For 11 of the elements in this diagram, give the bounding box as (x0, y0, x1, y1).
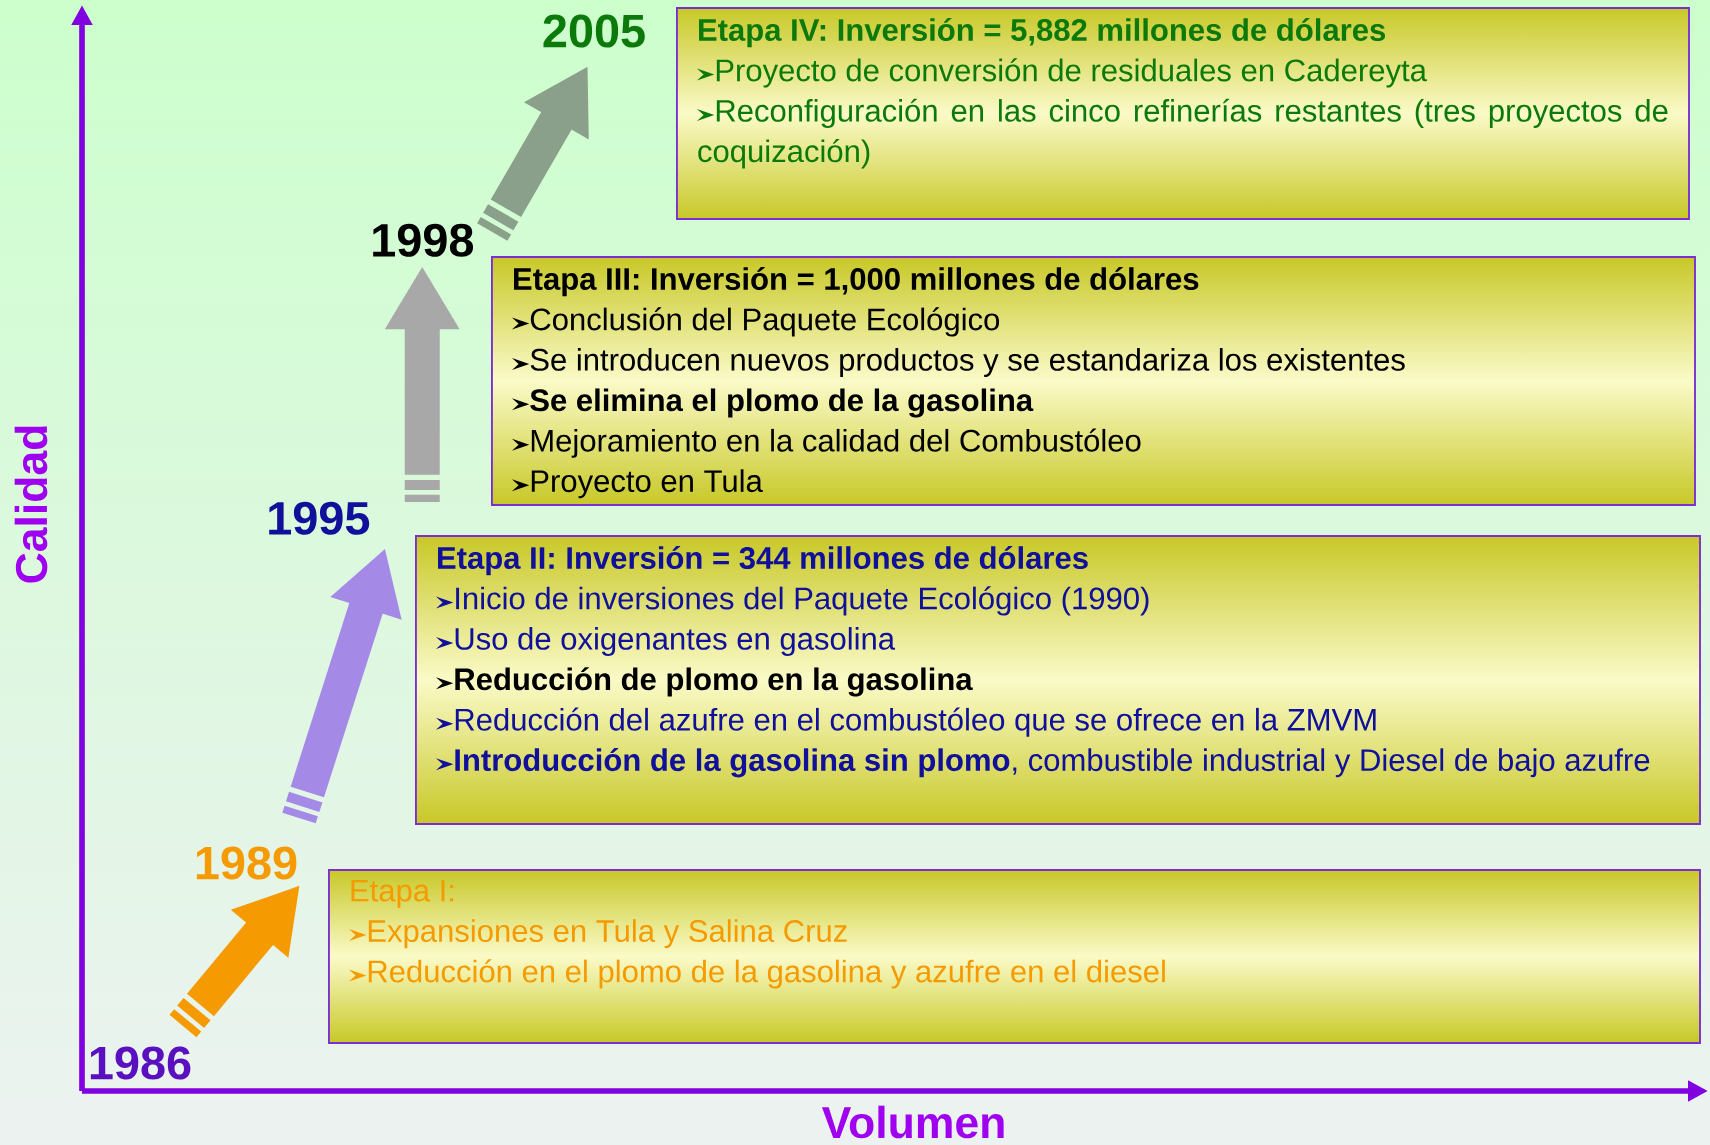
year-label: 1995 (269, 501, 370, 535)
year-label: 2005 (543, 14, 645, 48)
axis-label: Volumen (822, 1105, 1004, 1139)
stage-box: Etapa II: Inversión = 344 millones de dólares Inicio de inversiones del Paquete Ecológico (1990) Uso de oxigenantes en gasolina Reducción de plomo en la gasolina Reducción del azufre en el combustóleo que se ofrece en la ZMVM Introducción de la gasolina sin plomo, combustible industrial y Diesel de bajo azufre (415, 535, 1701, 825)
year-label: 1998 (373, 223, 474, 257)
axis-label: Calidad (14, 426, 48, 583)
stage-box: Etapa IV: Inversión = 5,882 millones de dólares Proyecto de conversión de residuales en Cadereyta Reconfiguración en las cinco refinerías restantes (tres proyectos de coquización) (676, 7, 1690, 220)
year-label: 1986 (90, 1046, 191, 1080)
year-label: 1989 (196, 846, 297, 880)
stage-box: Etapa I: Expansiones en Tula y Salina Cruz Reducción en el plomo de la gasolina y azufre en el diesel (328, 869, 1701, 1044)
stage-box: Etapa III: Inversión = 1,000 millones de dólares Conclusión del Paquete Ecológico Se introducen nuevos productos y se estandariza los existentes Se elimina el plomo de la gasolina Mejoramiento en la calidad del Combustóleo Proyecto en Tula (491, 256, 1696, 506)
